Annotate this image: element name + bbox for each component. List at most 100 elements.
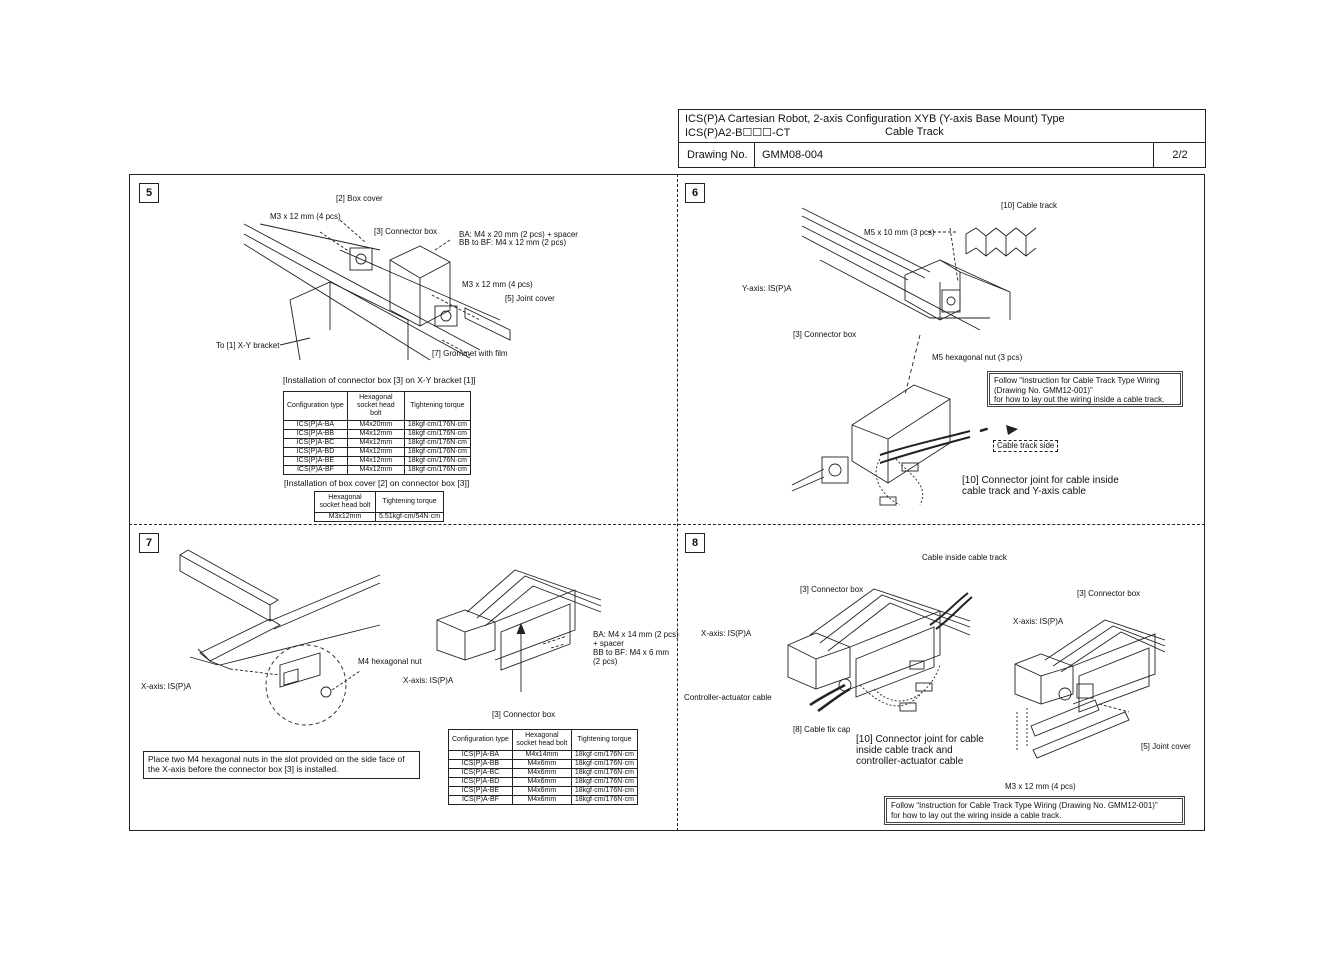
step-8-note: Follow “Instruction for Cable Track Type… <box>884 796 1185 825</box>
table-cell: M4x12mm <box>346 465 405 475</box>
step-6-drawing-top <box>801 207 1037 331</box>
step-8-note-line: for how to lay out the wiring inside a c… <box>891 810 1062 820</box>
step-8-drawing-right <box>1014 619 1166 759</box>
step-6-note-line: for how to lay out the wiring inside a c… <box>994 395 1165 404</box>
step-7-label-m4-nut: M4 hexagonal nut <box>358 657 422 666</box>
table-cell: 18kgf·cm/176N·cm <box>403 447 471 457</box>
step-5-label-grommet: [7] Grommet with film <box>432 349 508 358</box>
step-6-note-line: Follow “Instruction for Cable Track Type… <box>994 376 1160 385</box>
step-6-label-m5: M5 x 10 mm (3 pcs) <box>864 228 935 237</box>
table-cell: ICS(P)A-BB <box>448 759 513 769</box>
step-7-label-ba-1: BA: M4 x 14 mm (2 pcs) <box>593 630 679 639</box>
table-cell: ICS(P)A-BE <box>448 786 513 796</box>
vertical-divider <box>677 174 678 831</box>
step-5-table1-caption: [Installation of connector box [3] on X-… <box>283 375 476 385</box>
table-cell: 18kgf·cm/176N·cm <box>403 456 471 466</box>
step-8-drawing-left <box>787 588 973 713</box>
step-7-label-x-axis-left: X-axis: IS(P)A <box>141 682 192 691</box>
table-cell: M4x6mm <box>511 759 572 769</box>
step-7-number: 7 <box>139 533 159 553</box>
step-5-number: 5 <box>139 183 159 203</box>
table-cell: 5.51kgf·cm/54N·cm <box>374 512 445 522</box>
step-7-label-ba-2: + spacer <box>593 639 624 648</box>
table-cell: M4x6mm <box>511 786 572 796</box>
drawing-frame <box>129 174 1205 831</box>
step-6-label-connector-box: [3] Connector box <box>793 330 857 339</box>
table-cell: 18kgf·cm/176N·cm <box>403 438 471 448</box>
title-row: ICS(P)A Cartesian Robot, 2-axis Configur… <box>679 110 1205 143</box>
table-cell: 18kgf·cm/176N·cm <box>403 465 471 475</box>
table-cell: ICS(P)A-BA <box>283 420 348 430</box>
model-subtitle: Cable Track <box>885 126 944 138</box>
table-header: Hexagonal socket head bolt <box>314 491 376 513</box>
step-6-note-line: (Drawing No. GMM12-001)” <box>994 385 1093 395</box>
table-cell: M4x14mm <box>511 750 572 760</box>
step-6-label-y-axis: Y-axis: IS(P)A <box>742 284 792 293</box>
table-cell: 18kgf·cm/176N·cm <box>570 768 638 778</box>
drawing-no: GMM08-004 <box>756 143 1154 167</box>
table-cell: 18kgf·cm/176N·cm <box>403 420 471 430</box>
table-cell: M3x12mm <box>314 512 376 522</box>
step-5-table2: Hexagonal socket head bolt Tightening to… <box>314 491 445 522</box>
step-8-label-connector-box-left: [3] Connector box <box>800 585 864 594</box>
step-7-label-connector-box: [3] Connector box <box>492 710 556 719</box>
page-number: 2/2 <box>1172 149 1188 161</box>
step-6-label-cable-track: [10] Cable track <box>1001 201 1058 210</box>
step-6-note: Follow “Instruction for Cable Track Type… <box>987 371 1183 407</box>
table-cell: M4x20mm <box>346 420 405 430</box>
step-7-label-ba-3: BB to BF: M4 x 6 mm <box>593 648 670 657</box>
table-header: Tightening torque <box>403 391 471 421</box>
step-8-number: 8 <box>685 533 705 553</box>
table-cell: ICS(P)A-BC <box>448 768 513 778</box>
step-5-label-m3-top: M3 x 12 mm (4 pcs) <box>270 212 341 221</box>
document-title: ICS(P)A Cartesian Robot, 2-axis Configur… <box>685 113 1065 125</box>
table-cell: M4x6mm <box>511 777 572 787</box>
model-code: ICS(P)A2-B☐☐☐-CT <box>685 127 791 139</box>
step-5-label-m3-right: M3 x 12 mm (4 pcs) <box>462 280 533 289</box>
step-7-drawing-right <box>436 569 602 692</box>
table-cell: M4x12mm <box>346 438 405 448</box>
step-8-label-connector-joint-1: [10] Connector joint for cable <box>856 734 984 745</box>
table-cell: ICS(P)A-BD <box>448 777 513 787</box>
table-header: Tightening torque <box>570 729 638 751</box>
step-6-label-connector-joint-2: cable track and Y-axis cable <box>962 486 1086 497</box>
step-5-label-connector-box: [3] Connector box <box>374 227 438 236</box>
step-6-number: 6 <box>685 183 705 203</box>
table-cell: 18kgf·cm/176N·cm <box>570 786 638 796</box>
table-cell: 18kgf·cm/176N·cm <box>403 429 471 439</box>
step-8-label-cable-inside: Cable inside cable track <box>922 553 1007 562</box>
step-6-drawing-bottom <box>791 334 1018 506</box>
table-header: Configuration type <box>448 729 513 751</box>
step-8-label-m3: M3 x 12 mm (4 pcs) <box>1005 782 1076 791</box>
table-cell: 18kgf·cm/176N·cm <box>570 759 638 769</box>
step-5-table1: Configuration type Hexagonal socket head… <box>283 391 471 475</box>
step-6-label-cable-track-side: Cable track side <box>993 440 1059 452</box>
step-8-label-connector-joint-2: inside cable track and <box>856 745 953 756</box>
table-header: Hexagonal socket head bolt <box>511 729 572 751</box>
step-8-label-cable-fix-cap: [8] Cable fix cap <box>793 725 851 734</box>
table-header: Tightening torque <box>374 491 445 513</box>
step-5-label-joint-cover: [5] Joint cover <box>505 294 555 303</box>
table-cell: ICS(P)A-BF <box>448 795 513 805</box>
drawing-no-label: Drawing No. <box>679 143 755 167</box>
step-5-table2-caption: [Installation of box cover [2] on connec… <box>284 478 470 488</box>
table-cell: ICS(P)A-BC <box>283 438 348 448</box>
step-8-label-x-axis-right: X-axis: IS(P)A <box>1013 617 1064 626</box>
step-7-drawing-left <box>179 549 381 726</box>
table-header: Hexagonal socket head bolt <box>346 391 405 421</box>
table-cell: M4x12mm <box>346 447 405 457</box>
step-7-table: Configuration type Hexagonal socket head… <box>448 729 638 805</box>
step-8-label-connector-box-right: [3] Connector box <box>1077 589 1141 598</box>
table-cell: 18kgf·cm/176N·cm <box>570 795 638 805</box>
step-8-note-line: Follow “Instruction for Cable Track Type… <box>891 801 1158 810</box>
table-cell: ICS(P)A-BA <box>448 750 513 760</box>
